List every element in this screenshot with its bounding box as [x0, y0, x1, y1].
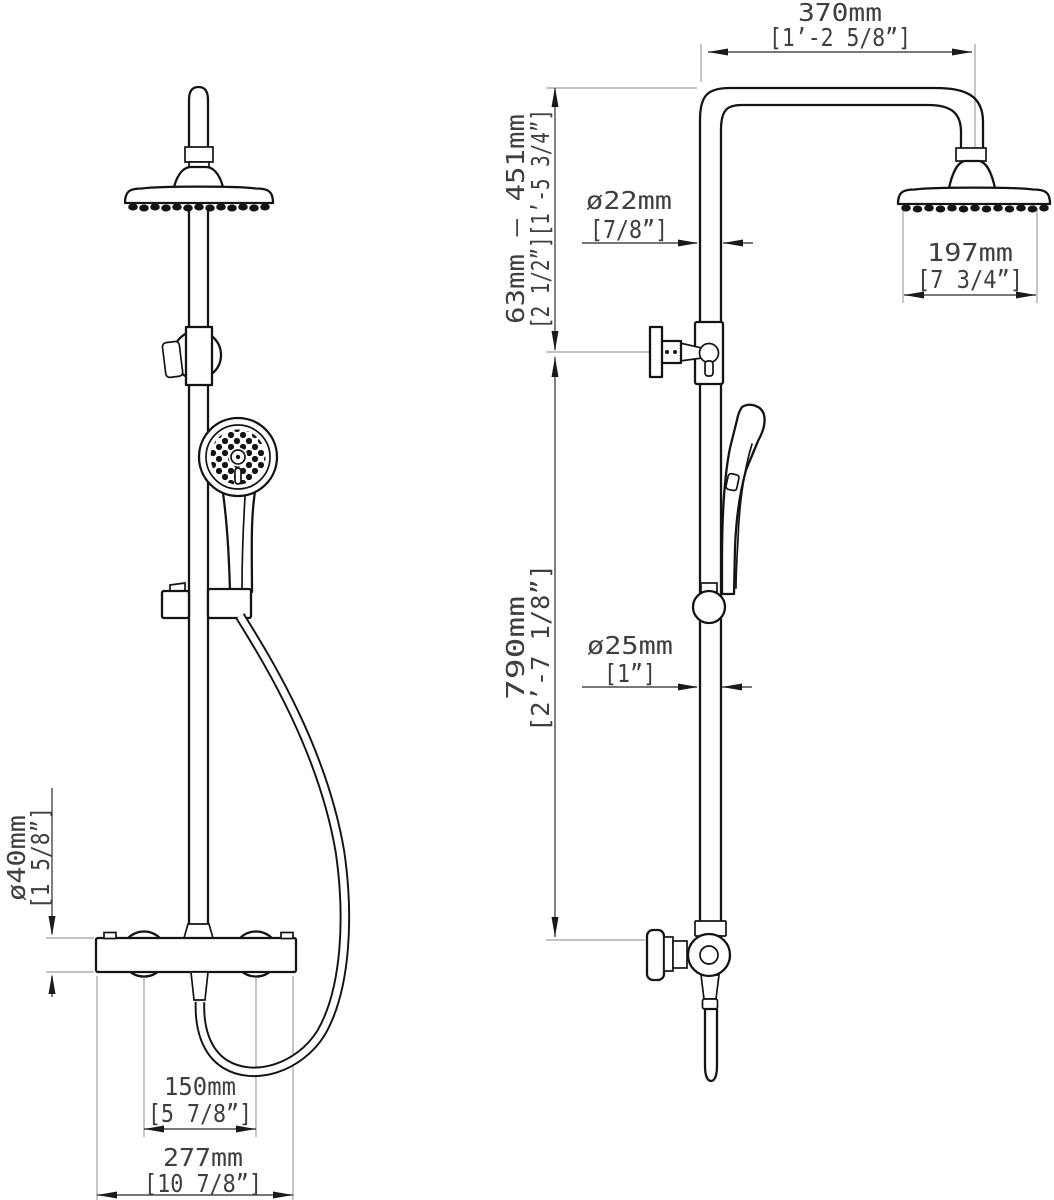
front-rain-head-nozzles	[128, 203, 270, 212]
side-bracket-slot	[704, 360, 714, 377]
side-rain-head-nozzles	[901, 204, 1049, 213]
front-thermostatic-valve	[94, 923, 298, 1001]
extension-lines	[46, 44, 1038, 1200]
front-rain-head	[123, 185, 275, 205]
side-slider-clamp	[691, 582, 727, 625]
side-hanging-hose	[703, 1007, 719, 1083]
front-spray-hub-dot	[235, 454, 241, 460]
front-hose-outlet	[190, 971, 209, 1001]
side-valve	[645, 920, 732, 1083]
dim-head-dia-imperial: [7 3/4”]	[917, 265, 1023, 294]
front-spray-hub-stem	[234, 467, 242, 485]
dim-upper-pipe-dia-metric: ø22mm	[586, 186, 672, 215]
side-valve-port	[699, 945, 719, 965]
dim-arm-reach-imperial: [1’-2 5/8”]	[769, 23, 911, 52]
front-diverter	[161, 325, 223, 387]
dim-lower-pipe-dia-imperial: [1”]	[604, 659, 656, 688]
front-hose	[194, 613, 351, 1077]
side-hose-outlet	[700, 974, 720, 1000]
front-shower-arm-stub	[187, 85, 210, 152]
side-clamp-knob	[691, 589, 727, 625]
dim-valve-width-imperial: [10 7/8”]	[144, 1169, 262, 1198]
front-valve-tab-right	[280, 931, 294, 940]
side-hand-shower-seam	[735, 443, 753, 589]
dim-rail-length-metric: 790mm	[501, 596, 530, 700]
side-head-mount-cone	[947, 159, 997, 190]
front-riser-pipe	[187, 209, 210, 928]
front-valve-body	[94, 936, 298, 974]
front-diverter-lever	[161, 340, 184, 379]
side-rain-head	[896, 147, 1052, 213]
side-valve-hex-1	[663, 936, 674, 972]
dim-valve-width-metric: 277mm	[163, 1143, 243, 1172]
side-wall-bracket	[648, 320, 725, 386]
side-hand-shower	[720, 403, 766, 596]
front-diverter-body	[184, 325, 214, 387]
side-bracket-screw-1	[665, 350, 669, 354]
side-bracket-knob	[698, 342, 720, 364]
dim-valve-dia-imperial: [1 5/8”]	[26, 807, 55, 909]
dim-lower-pipe-dia-metric: ø25mm	[587, 631, 673, 660]
dim-drop-range-metric: 63mm — 451mm	[501, 114, 530, 324]
dimension-lines	[48, 48, 1036, 1199]
front-slider-clamp	[160, 582, 253, 620]
front-hand-shower-head	[197, 416, 279, 498]
dim-valve-dia-metric: ø40mm	[2, 815, 31, 901]
dim-arm-reach-metric: 370mm	[798, 0, 882, 27]
side-view	[645, 86, 1052, 1083]
front-arm-collar	[184, 146, 214, 163]
side-head-collar	[955, 147, 987, 162]
dim-handle-spacing-metric: 150mm	[164, 1072, 236, 1101]
side-bracket-block	[659, 339, 683, 365]
front-view	[94, 85, 351, 1077]
dimension-labels: 370mm [1’-2 5/8”] 63mm — 451mm [2 1/2”][…	[2, 0, 1023, 1198]
front-valve-tab-left	[103, 931, 117, 940]
side-valve-handle-knob	[645, 928, 666, 982]
front-spray-nozzle-field	[210, 429, 266, 485]
dim-handle-spacing-imperial: [5 7/8”]	[148, 1099, 252, 1128]
side-bracket-screw-2	[673, 350, 677, 354]
side-hose-joint	[701, 998, 719, 1010]
front-handle-seam	[241, 496, 246, 591]
dim-drop-range-imperial: [2 1/2”][1’-5 3/4”]	[526, 109, 555, 329]
side-wall-plate	[648, 325, 664, 379]
front-clamp-tab	[169, 582, 186, 592]
dim-upper-pipe-dia-imperial: [7/8”]	[590, 215, 668, 244]
side-valve-hex-2	[672, 940, 688, 969]
dim-head-dia-metric: 197mm	[927, 238, 1013, 267]
side-riser-and-arm	[698, 86, 985, 924]
side-hand-shower-hook	[725, 472, 740, 492]
front-riser-connector	[182, 923, 215, 939]
front-head-mount-cone	[172, 165, 225, 189]
dim-rail-length-imperial: [2’-7 1/8”]	[526, 564, 555, 732]
